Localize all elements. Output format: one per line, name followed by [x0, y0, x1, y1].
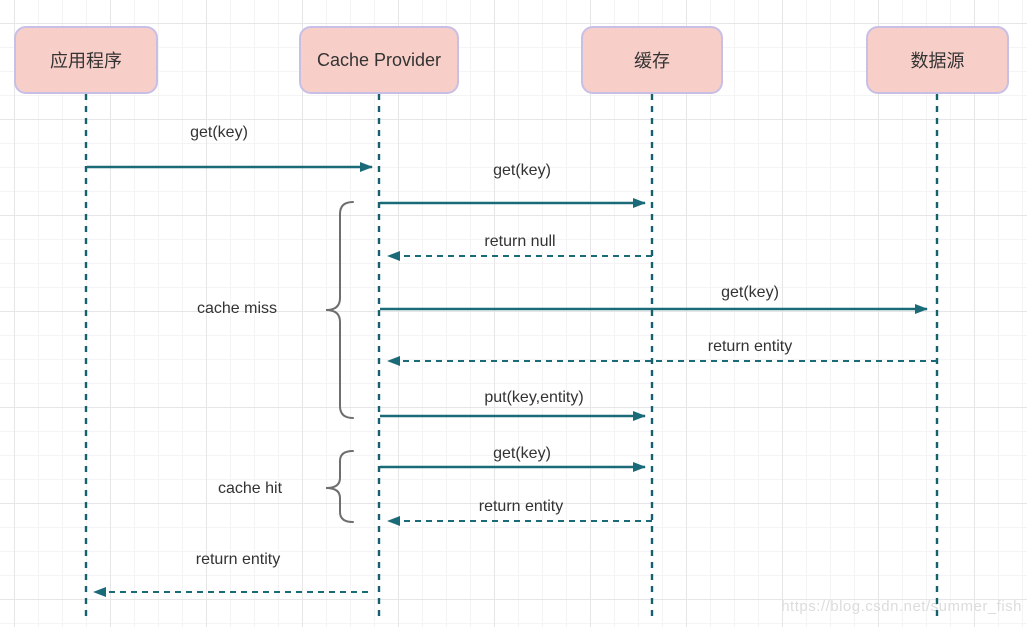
message-label-6: put(key,entity)	[484, 389, 584, 406]
message-label-2: get(key)	[493, 162, 551, 179]
actor-label-application: 应用程序	[50, 51, 122, 71]
message-label-1: get(key)	[190, 124, 248, 141]
message-label-3: return null	[484, 233, 556, 250]
actor-label-datasource: 数据源	[910, 51, 965, 71]
brace-cache-miss	[325, 201, 354, 419]
message-label-7: get(key)	[493, 445, 551, 462]
actor-label-cache-provider: Cache Provider	[316, 49, 442, 70]
message-label-8: return entity	[478, 498, 564, 515]
watermark: https://blog.csdn.net/summer_fish	[781, 598, 1022, 615]
actor-box-application: 应用程序	[14, 26, 158, 94]
annotation-cache-miss-label: cache miss	[196, 300, 278, 317]
message-label-4: get(key)	[721, 284, 779, 301]
annotation-cache-hit-label: cache hit	[217, 480, 283, 497]
actor-box-datasource: 数据源	[866, 26, 1009, 94]
actor-box-cache-provider: Cache Provider	[299, 26, 459, 94]
message-label-9: return entity	[195, 551, 281, 568]
actor-box-cache: 缓存	[581, 26, 723, 94]
brace-cache-hit	[325, 450, 354, 523]
actor-label-cache: 缓存	[634, 51, 670, 71]
message-label-5: return entity	[707, 338, 793, 355]
